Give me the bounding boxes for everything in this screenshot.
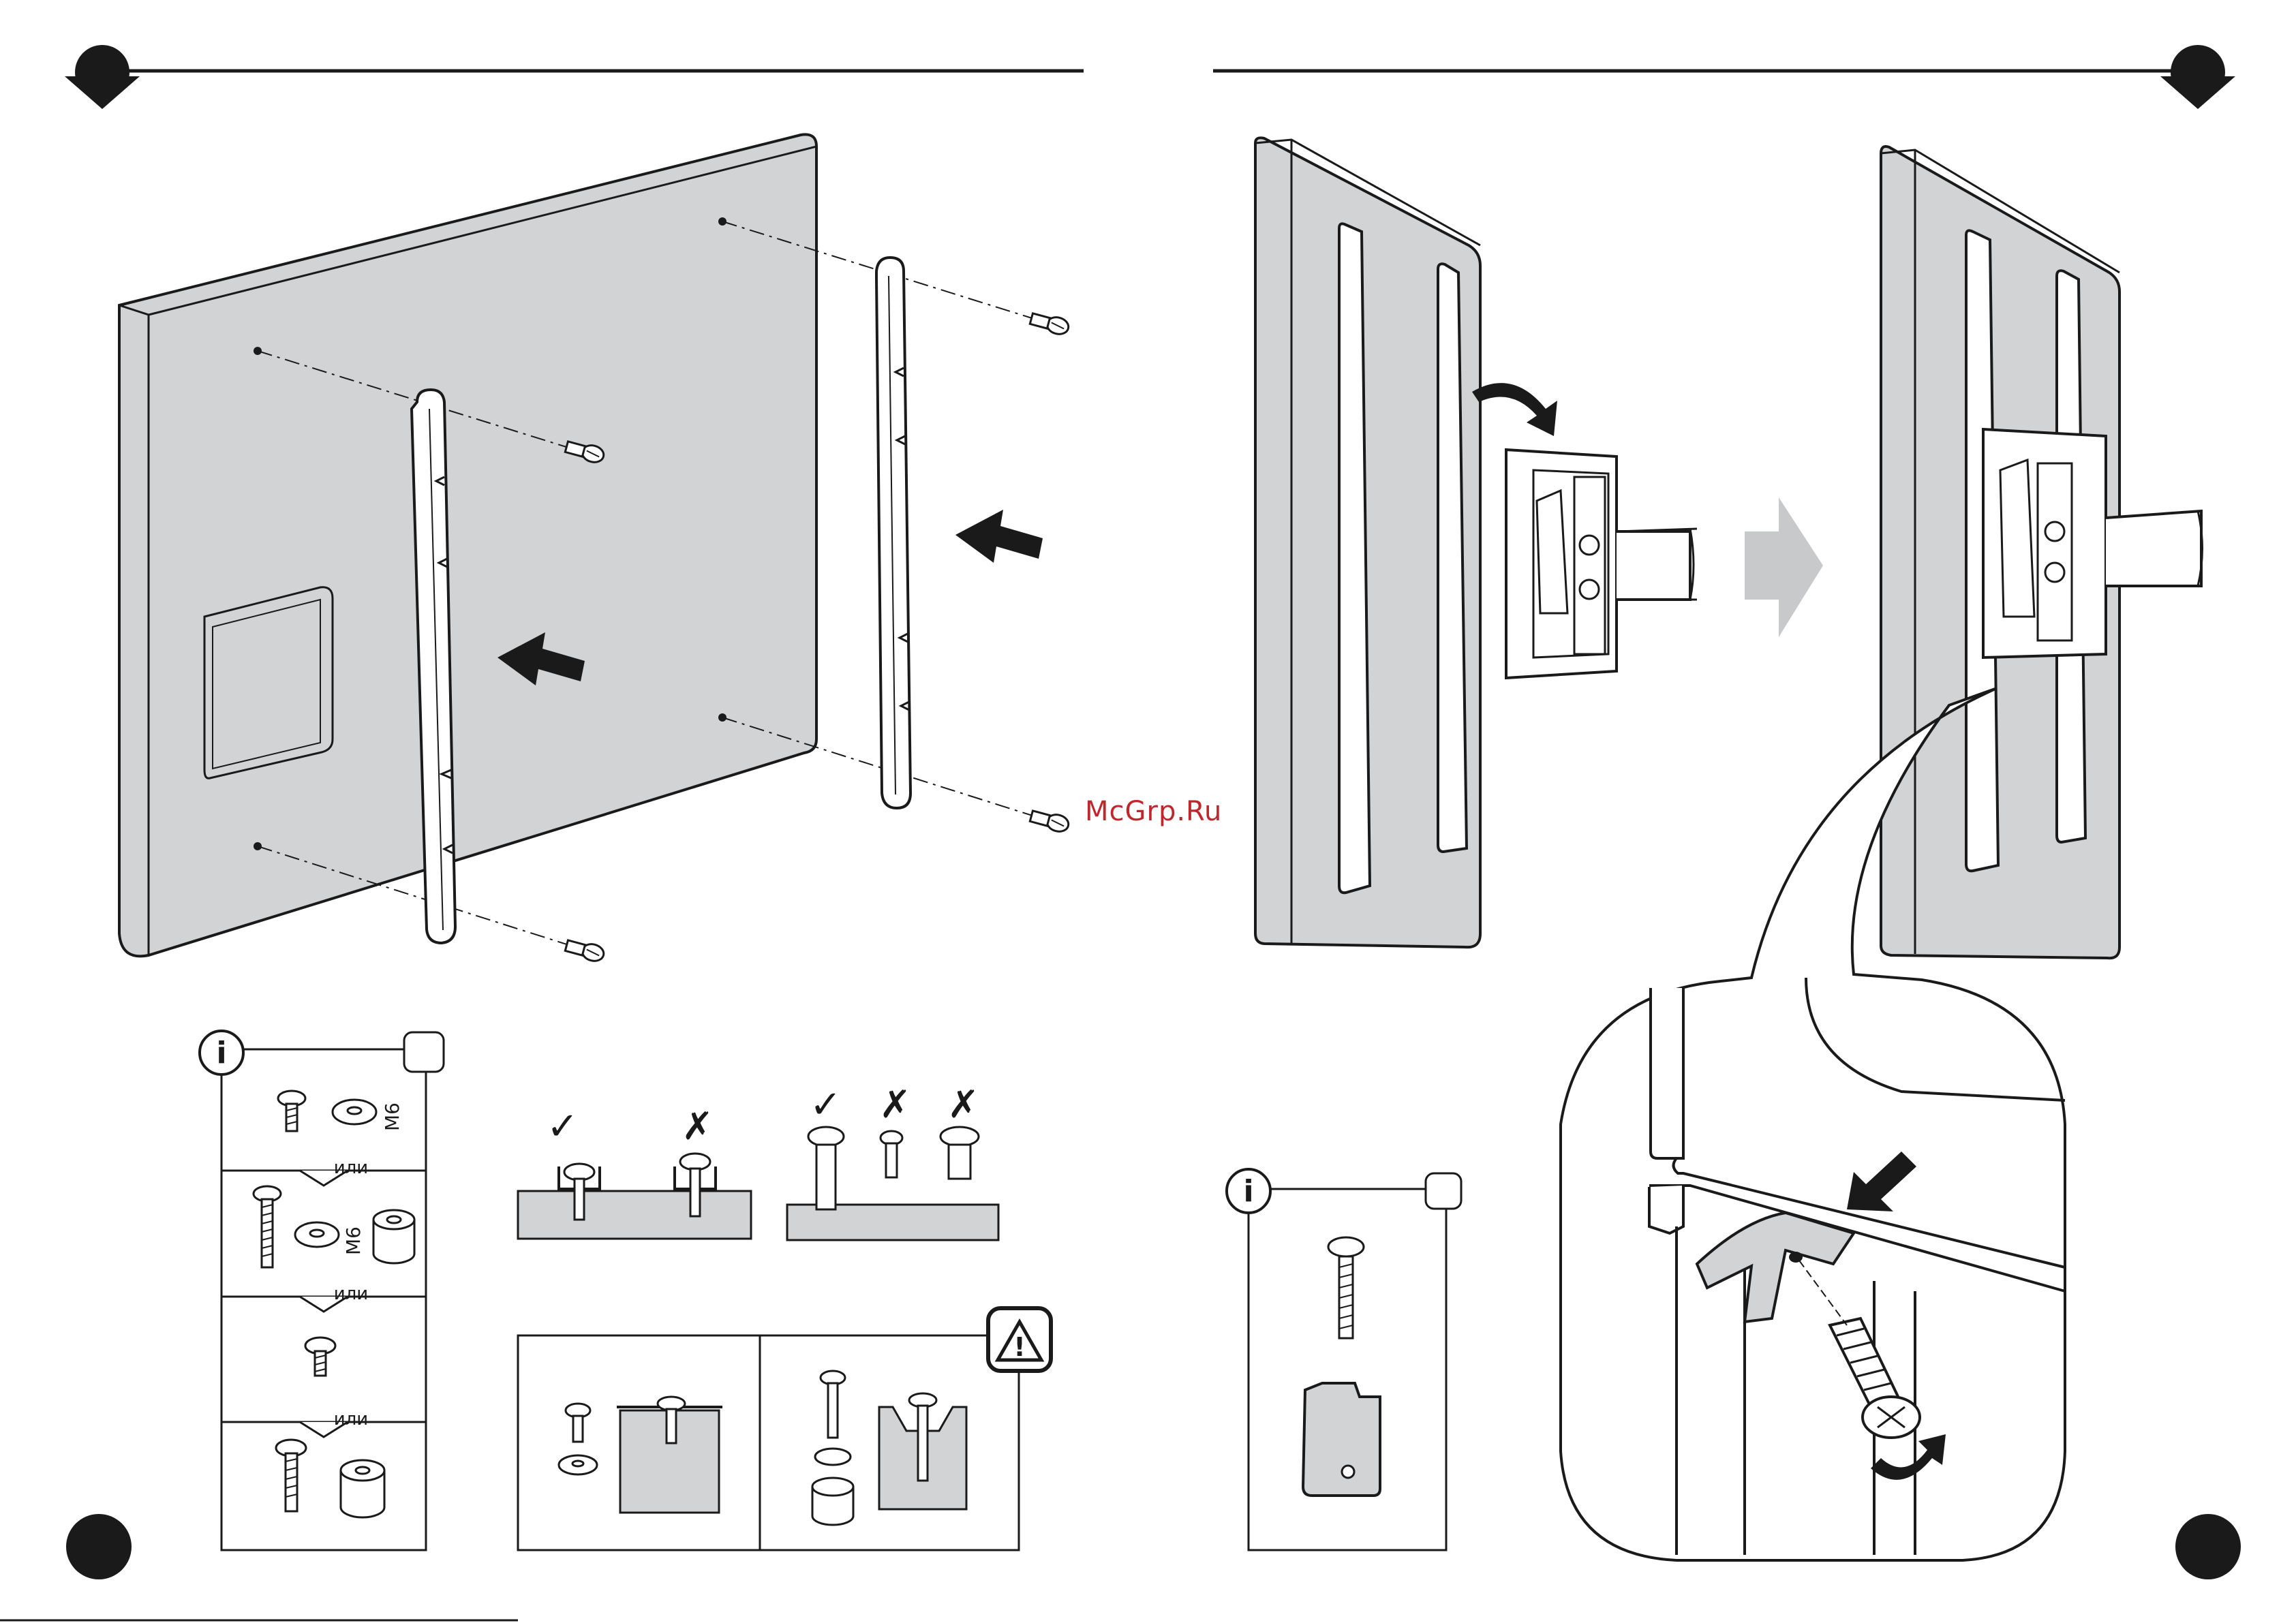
checkbox-icon [404, 1032, 444, 1072]
recessed-mount-warning-box [518, 1308, 1051, 1550]
right-header-bar [1213, 45, 2235, 109]
wall-mount-bracket [1506, 450, 1697, 678]
info-box-hardware-options [200, 1031, 444, 1550]
spacer-icon [341, 1460, 384, 1517]
check-mark: ✓ [810, 1083, 842, 1127]
warning-exclamation: ! [1013, 1332, 1025, 1362]
screw-icon [940, 1127, 979, 1179]
screw-engagement-diagram [518, 1154, 751, 1239]
washer-size-label: M6 [342, 1226, 365, 1255]
page-number-circle [66, 1514, 132, 1579]
page-number-circle [2175, 1514, 2241, 1579]
washer-size-label: M6 [381, 1102, 403, 1131]
screw-icon [1029, 808, 1070, 834]
rotate-arrow-icon [1472, 383, 1557, 436]
info-icon-letter: i [1243, 1174, 1253, 1209]
screw-icon [808, 1127, 844, 1209]
locking-plate-icon [1303, 1383, 1380, 1496]
next-step-arrow-icon [1745, 497, 1823, 637]
screw-icon [881, 1131, 902, 1177]
separator-label: или [334, 1284, 368, 1304]
washer-icon [295, 1222, 339, 1247]
screw-icon [564, 938, 605, 963]
info-icon-letter: i [216, 1036, 226, 1070]
cross-mark: ✗ [682, 1104, 714, 1149]
cross-mark: ✗ [947, 1083, 979, 1127]
separator-label: или [334, 1409, 368, 1429]
mounting-rail [876, 258, 910, 808]
washer-icon [333, 1100, 376, 1124]
spacer-icon [373, 1210, 414, 1263]
tv-back-panel-step3 [1881, 146, 2203, 958]
check-mark: ✓ [547, 1104, 579, 1149]
left-header-bar [65, 45, 1084, 109]
screw-icon [1029, 311, 1070, 337]
screw-diameter-diagram [787, 1127, 998, 1240]
info-box-mounting-hardware [1227, 1169, 1461, 1550]
tv-back-panel-left [119, 134, 1071, 963]
cross-mark: ✗ [879, 1083, 911, 1127]
checkbox-icon [1426, 1173, 1461, 1209]
push-arrow-icon [955, 510, 1043, 563]
separator-label: или [334, 1158, 368, 1178]
watermark-text: McGrp.Ru [1085, 796, 1222, 827]
